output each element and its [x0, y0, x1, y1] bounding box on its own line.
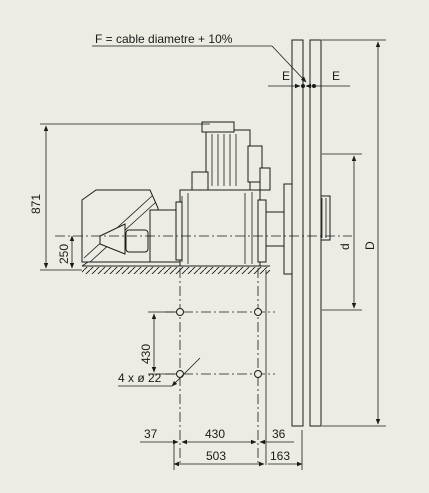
bottom-dims-row2: 503 163	[173, 430, 303, 470]
drum-flanges	[291, 39, 322, 427]
bolt-hole	[254, 370, 262, 378]
bolt-holes-leader: 4 x ø 22	[118, 357, 201, 387]
diameter-D-label: D	[363, 241, 377, 250]
cable-formula-label: F = cable diametre + 10%	[95, 32, 233, 46]
shaft-height-dim: 250	[57, 235, 75, 269]
bolt-hole	[254, 308, 262, 316]
ground-base	[82, 265, 270, 274]
drum-housing	[175, 189, 267, 267]
inner-diameter-dim: d	[322, 153, 362, 311]
overall-height-dim: 871	[29, 123, 210, 271]
dim-163-label: 163	[270, 449, 290, 463]
outer-diameter-dim: D	[322, 39, 386, 427]
bolt-hole	[176, 370, 184, 378]
hole-spacing-vertical-dim: 430	[139, 311, 176, 375]
clearance-e-left: E	[282, 69, 290, 83]
bolt-hole	[176, 308, 184, 316]
clearance-e-right: E	[332, 69, 340, 83]
dim-37-label: 37	[144, 427, 158, 441]
dim-430-label: 430	[205, 427, 225, 441]
dim-503-label: 503	[206, 449, 226, 463]
bolt-pattern	[165, 268, 275, 465]
height-871-label: 871	[29, 194, 43, 214]
diameter-d-label: d	[338, 243, 352, 250]
dim-36-label: 36	[272, 427, 286, 441]
flange-clearance-dims: E E	[268, 69, 350, 89]
height-250-label: 250	[57, 244, 71, 264]
spacing-430-vertical-label: 430	[139, 344, 153, 364]
cable-formula-leader: F = cable diametre + 10%	[92, 32, 307, 83]
bottom-dims-row1: 37 430 36	[140, 427, 294, 445]
gearbox	[81, 189, 181, 267]
bolt-holes-label: 4 x ø 22	[118, 371, 162, 385]
top-motor	[191, 121, 271, 191]
